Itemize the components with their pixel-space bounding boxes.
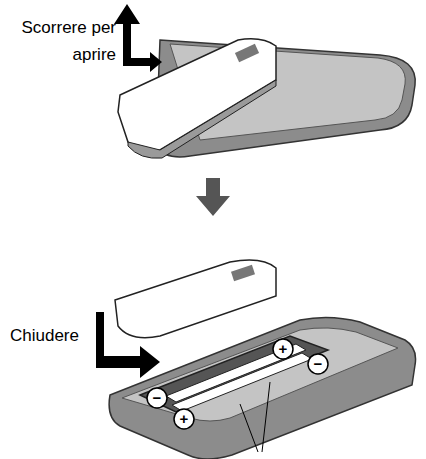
polarity-mark: − bbox=[148, 389, 166, 407]
polarity-mark: − bbox=[309, 355, 327, 373]
polarity-mark: + bbox=[175, 410, 193, 428]
instruction-text: Scorrere per aprire bbox=[6, 14, 116, 68]
instruction-text: Chiudere bbox=[10, 322, 94, 349]
polarity-mark: + bbox=[274, 340, 292, 358]
